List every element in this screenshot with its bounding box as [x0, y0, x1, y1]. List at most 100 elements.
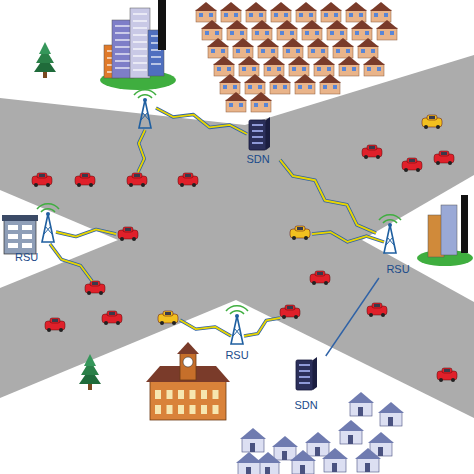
house-body — [274, 446, 296, 460]
antenna-tip — [388, 223, 392, 227]
wireless-link-outline — [156, 108, 247, 134]
connector-outline — [326, 278, 379, 356]
house-door — [282, 451, 287, 460]
tree-crown — [39, 42, 51, 54]
house-window — [292, 67, 296, 71]
window — [178, 390, 184, 399]
car-roof — [183, 173, 193, 178]
house-body — [245, 82, 265, 94]
house-body — [238, 462, 260, 474]
house-roof — [276, 20, 298, 29]
car-window — [369, 146, 375, 149]
signal-arc — [383, 220, 397, 223]
clock-tower — [180, 352, 196, 380]
car-window — [134, 174, 140, 177]
wireless-link — [156, 108, 247, 134]
house-body — [292, 460, 314, 474]
house-door — [246, 467, 251, 474]
house-roof — [363, 56, 385, 65]
window-row — [115, 53, 131, 55]
house-door — [332, 463, 337, 472]
house-window — [264, 103, 268, 107]
car-wheel — [376, 155, 380, 159]
house-window — [305, 31, 309, 35]
tower-lattice — [141, 112, 149, 120]
wireless-link-outline — [56, 229, 116, 236]
car-roof — [427, 115, 437, 120]
house-roof — [220, 2, 242, 11]
house-window — [349, 13, 353, 17]
car-window — [317, 272, 323, 275]
house-window — [359, 13, 363, 17]
car-window — [109, 312, 115, 315]
car-roof — [107, 311, 117, 316]
house-roof — [213, 56, 235, 65]
house-body — [271, 10, 291, 22]
network-link — [326, 278, 379, 356]
house-window — [352, 67, 356, 71]
house-roof — [251, 20, 273, 29]
window-row — [115, 60, 131, 62]
house-body — [239, 64, 259, 76]
tower-lattice — [386, 237, 394, 245]
bottom-block — [0, 300, 474, 474]
antenna-tip — [143, 98, 147, 102]
server-slot — [252, 130, 263, 132]
car-wheel — [404, 168, 408, 172]
house-body — [364, 64, 384, 76]
house-body — [346, 10, 366, 22]
car-roof — [407, 158, 417, 163]
car-wheel — [451, 378, 455, 382]
car-wheel — [104, 321, 108, 325]
car-wheel — [369, 313, 373, 317]
window — [155, 390, 161, 399]
wireless-link-outline — [180, 320, 231, 336]
house-roof — [250, 92, 272, 101]
car-wheel — [59, 328, 63, 332]
house-body — [233, 46, 253, 58]
wireless-link-outline — [244, 318, 280, 336]
house-window — [229, 103, 233, 107]
car-wheel — [172, 321, 176, 325]
office-building — [441, 205, 457, 255]
house-roof — [313, 56, 335, 65]
house-window — [327, 67, 331, 71]
car-wheel — [364, 155, 368, 159]
house-door — [378, 447, 383, 456]
car-wheel — [436, 125, 440, 129]
house-window — [258, 85, 262, 89]
car-window — [185, 174, 191, 177]
car-roof — [50, 318, 60, 323]
car-wheel — [282, 315, 286, 319]
house-roof — [282, 38, 304, 47]
house-roof — [195, 2, 217, 11]
house-roof — [295, 2, 317, 11]
car-wheel — [77, 183, 81, 187]
house-body — [208, 46, 228, 58]
connector-outline — [280, 160, 376, 233]
house-window — [280, 31, 284, 35]
house-body — [277, 28, 297, 40]
signal-arc — [230, 311, 244, 314]
car-roof — [439, 151, 449, 156]
house-window — [315, 31, 319, 35]
house-roof — [245, 2, 267, 11]
wireless-link-outline — [50, 244, 92, 281]
antenna-tower — [231, 316, 243, 344]
house-roof — [322, 448, 348, 459]
antenna-tip — [46, 212, 50, 216]
house-body — [227, 28, 247, 40]
window — [22, 225, 32, 230]
house-roof — [240, 428, 266, 439]
car-window — [429, 116, 435, 119]
house-body — [302, 28, 322, 40]
window-row — [133, 48, 147, 50]
node-label: SDN — [246, 153, 269, 166]
house-window — [361, 49, 365, 53]
house-body — [371, 10, 391, 22]
tower-lattice — [44, 226, 52, 234]
